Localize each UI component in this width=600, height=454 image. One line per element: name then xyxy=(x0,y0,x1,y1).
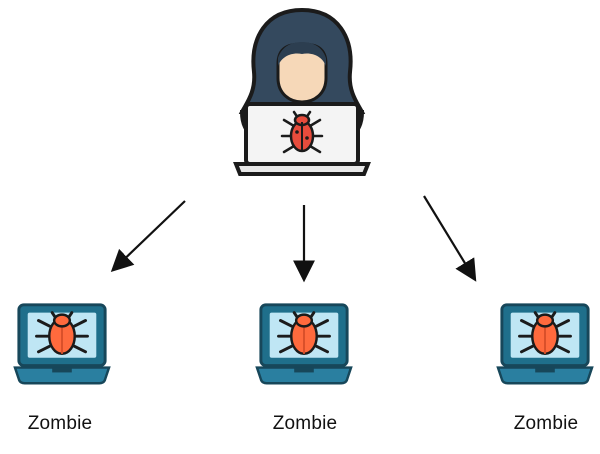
zombie-label-1: Zombie xyxy=(27,413,93,434)
infected-laptop-icon xyxy=(255,303,353,385)
zombie-label-2: Zombie xyxy=(272,413,338,434)
infected-laptop-icon xyxy=(496,303,594,385)
arrow-left xyxy=(110,200,186,273)
arrow-right xyxy=(423,195,477,282)
zombie-label-3: Zombie xyxy=(513,413,579,434)
infected-laptop-icon xyxy=(13,303,111,385)
hacker-icon xyxy=(233,7,371,176)
